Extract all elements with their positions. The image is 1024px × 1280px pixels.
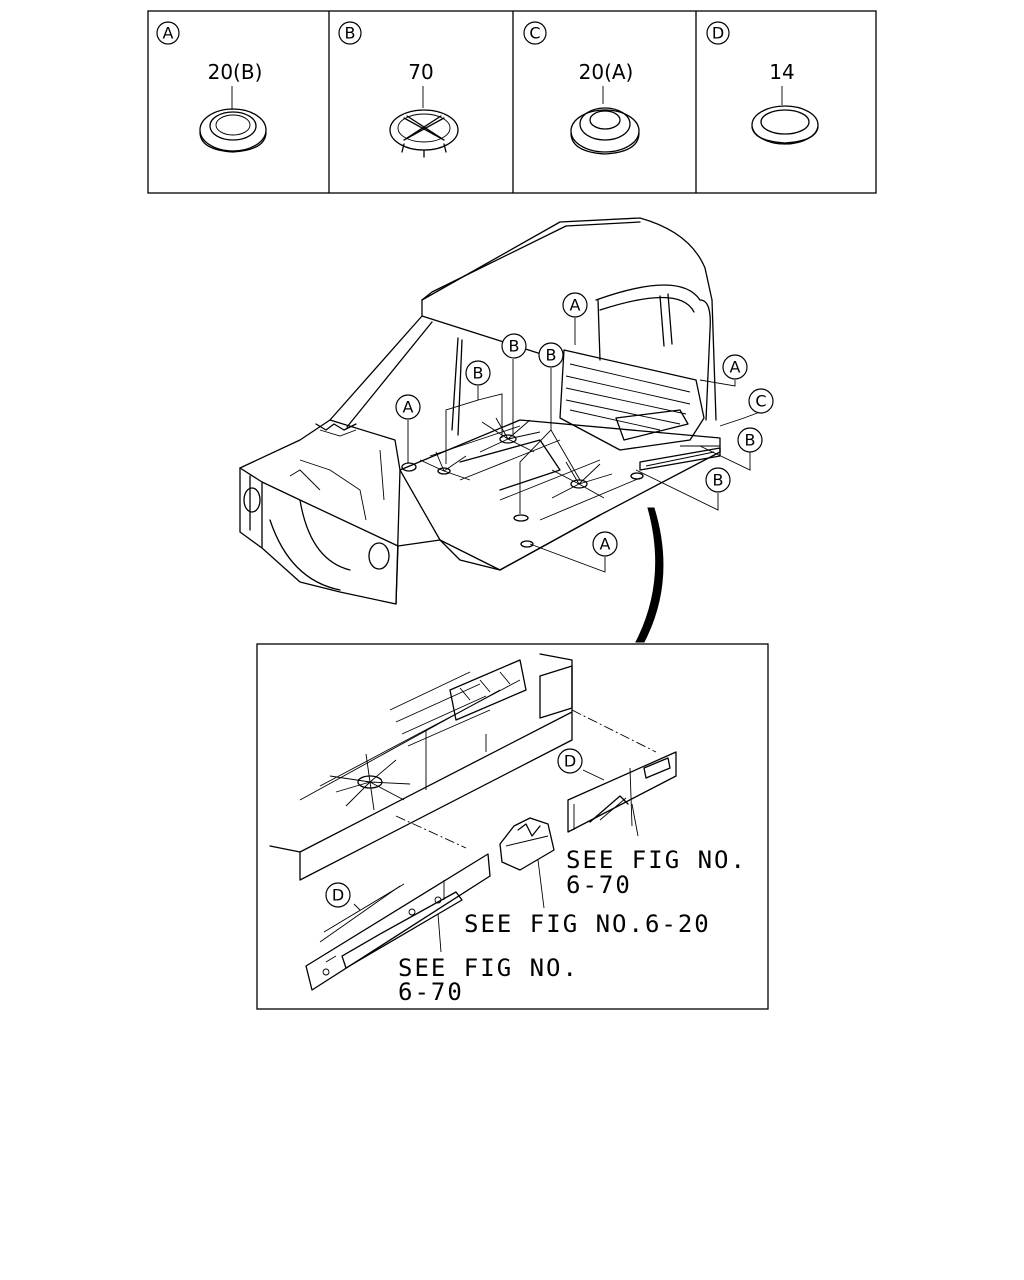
legend-cell-d: D 14 [706, 21, 819, 145]
callout-a-front-floor: A [395, 394, 421, 420]
detail-callout-d-right: D [557, 748, 583, 774]
legend-qty-a: 20(B) [208, 60, 263, 84]
detail-view: D D SEE FIG NO. 6-70 SEE FIG NO.6-20 SEE… [256, 643, 769, 1010]
svg-text:D: D [332, 886, 344, 905]
legend-cell-b: B 70 [338, 21, 459, 158]
plug-b-icon [389, 109, 459, 158]
grommet-d-icon [751, 105, 819, 145]
callout-c-rear-floor: C [748, 388, 774, 414]
svg-text:B: B [546, 346, 557, 365]
note-right-line1: SEE FIG NO. [566, 846, 747, 874]
legend-letter-a: A [163, 24, 174, 43]
vehicle-body-view [239, 217, 721, 605]
legend-cell-c: C 20(A) [523, 21, 640, 155]
legend-qty-c: 20(A) [579, 60, 634, 84]
callout-a-rear-seat: A [562, 292, 588, 318]
callout-b-rear-rail: B [737, 427, 763, 453]
note-left-line2: 6-70 [398, 978, 464, 1006]
grommet-c-icon [570, 107, 640, 155]
legend-qty-d: 14 [769, 60, 794, 84]
legend-letter-b: B [345, 24, 356, 43]
callout-a-rear-floor: A [592, 531, 618, 557]
svg-text:B: B [509, 337, 520, 356]
note-middle: SEE FIG NO.6-20 [464, 910, 711, 938]
legend-table: A 20(B) B 70 [147, 10, 877, 194]
svg-text:B: B [713, 471, 724, 490]
callout-b-front-floor: B [465, 360, 491, 386]
detail-callout-d-left: D [325, 882, 351, 908]
note-right-line2: 6-70 [566, 871, 632, 899]
body-leader-lines [407, 318, 761, 573]
grommet-a-icon [199, 108, 267, 153]
detail-pointer-arrow [635, 507, 664, 643]
svg-text:A: A [600, 535, 611, 554]
legend-letter-d: D [712, 24, 724, 43]
callout-b-side-rail: B [705, 467, 731, 493]
callout-b-center-floor: B [501, 333, 527, 359]
legend-qty-b: 70 [408, 60, 433, 84]
legend-letter-c: C [529, 24, 540, 43]
legend-cell-a: A 20(B) [156, 21, 267, 153]
svg-text:A: A [730, 358, 741, 377]
svg-text:A: A [403, 398, 414, 417]
body-callouts: A B B B A A C B [395, 292, 774, 557]
callout-b-tunnel: B [538, 342, 564, 368]
svg-text:B: B [745, 431, 756, 450]
callout-a-rear-pillar: A [722, 354, 748, 380]
note-left-line1: SEE FIG NO. [398, 954, 579, 982]
svg-text:D: D [564, 752, 576, 771]
svg-text:A: A [570, 296, 581, 315]
svg-text:B: B [473, 364, 484, 383]
svg-text:C: C [755, 392, 766, 411]
